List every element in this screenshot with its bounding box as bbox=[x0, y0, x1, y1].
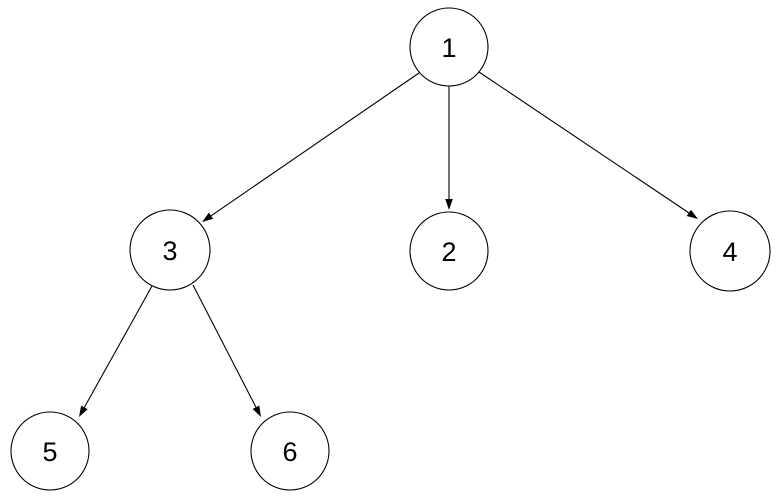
arrowhead-icon-1-4 bbox=[686, 209, 698, 219]
node-label-1: 1 bbox=[441, 33, 456, 63]
node-circle-6[interactable] bbox=[250, 411, 330, 491]
edge-line-3-5 bbox=[83, 285, 153, 408]
edge-line-1-3 bbox=[210, 72, 420, 217]
graph-node-5[interactable]: 5 bbox=[10, 411, 90, 491]
graph-node-6[interactable]: 6 bbox=[250, 411, 330, 491]
node-circle-1[interactable] bbox=[409, 7, 489, 87]
graph-node-3[interactable]: 3 bbox=[129, 209, 211, 291]
node-label-4: 4 bbox=[722, 237, 737, 267]
node-label-2: 2 bbox=[441, 237, 456, 267]
arrowhead-icon-1-3 bbox=[202, 212, 214, 222]
node-label-3: 3 bbox=[162, 236, 177, 266]
node-circle-2[interactable] bbox=[409, 211, 489, 291]
arrowhead-icon-3-6 bbox=[252, 405, 261, 417]
edge-layer bbox=[79, 71, 698, 417]
graph-edge bbox=[192, 284, 261, 417]
graph-node-4[interactable]: 4 bbox=[689, 210, 771, 292]
graph-edge bbox=[445, 86, 453, 210]
graph-edge bbox=[79, 285, 153, 417]
graph-node-1[interactable]: 1 bbox=[409, 7, 489, 87]
edge-line-1-4 bbox=[478, 71, 690, 214]
node-label-5: 5 bbox=[42, 437, 57, 467]
graph-edge bbox=[202, 72, 420, 222]
node-layer: 1 3 2 4 5 6 bbox=[10, 7, 771, 491]
node-circle-5[interactable] bbox=[10, 411, 90, 491]
graph-node-2[interactable]: 2 bbox=[409, 211, 489, 291]
graph-edge bbox=[478, 71, 698, 219]
edge-line-3-6 bbox=[192, 284, 257, 408]
arrowhead-icon-1-2 bbox=[445, 199, 453, 210]
node-label-6: 6 bbox=[282, 437, 297, 467]
node-circle-3[interactable] bbox=[129, 209, 211, 291]
arrowhead-icon-3-5 bbox=[79, 405, 88, 417]
node-circle-4[interactable] bbox=[689, 210, 771, 292]
